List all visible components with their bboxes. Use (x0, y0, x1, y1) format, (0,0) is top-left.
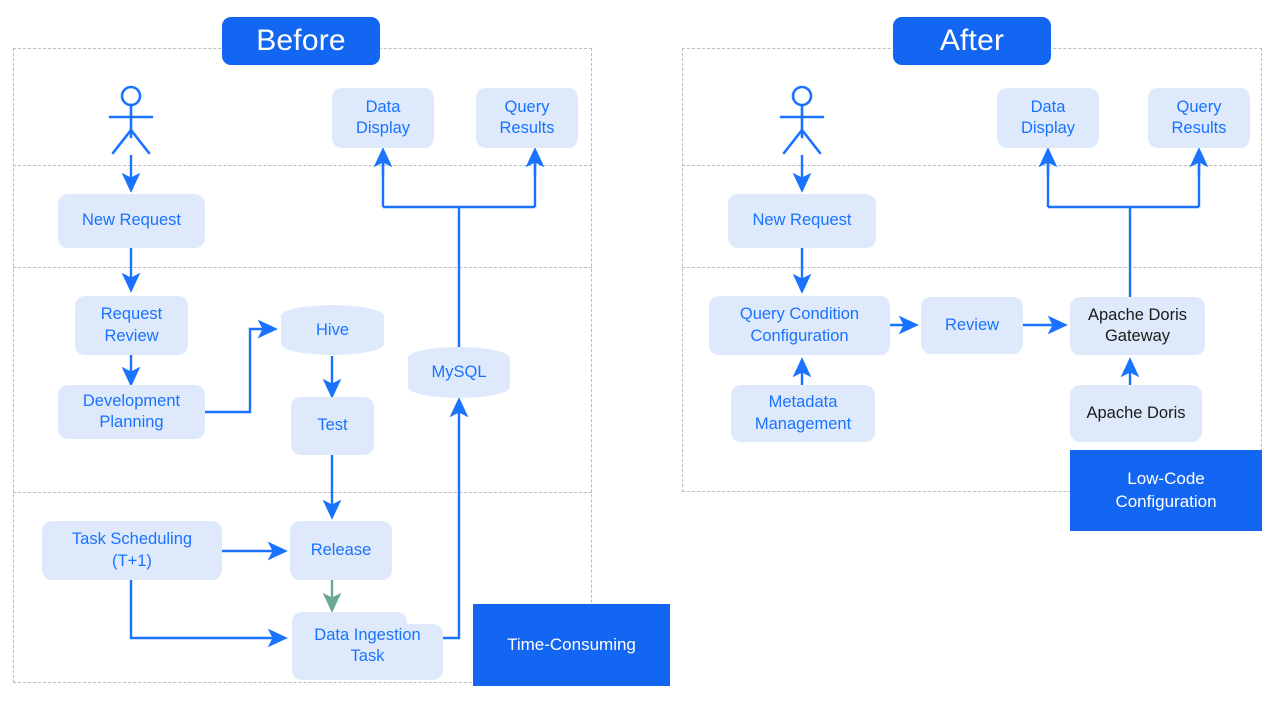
node-before-hive[interactable]: Hive (281, 305, 384, 355)
node-label-line1: Data (1030, 97, 1066, 116)
cylinder-top-ellipse (408, 347, 510, 369)
before-lane-divider-3 (13, 492, 592, 493)
callout-line2: Configuration (1115, 491, 1217, 511)
node-label-line1: Query (504, 97, 550, 116)
node-after-apache-doris-gateway[interactable]: Apache Doris Gateway (1070, 297, 1205, 355)
node-before-task-scheduling[interactable]: Task Scheduling (T+1) (42, 521, 222, 580)
node-label-line2: Task (350, 647, 385, 665)
node-before-data-ingestion-task[interactable]: Data Ingestion Task (292, 612, 443, 680)
node-label-line2: (T+1) (112, 551, 152, 570)
after-title-badge: After (893, 17, 1051, 65)
before-lane-divider-2 (13, 267, 592, 268)
node-label-line1: Data Ingestion (314, 625, 421, 644)
node-label: Hive (315, 320, 349, 339)
node-after-query-results[interactable]: Query Results (1148, 88, 1250, 148)
node-before-mysql[interactable]: MySQL (408, 347, 510, 398)
node-label-line2: Results (1171, 119, 1227, 137)
node-label-line2: Review (104, 326, 159, 345)
node-label-line2: Results (499, 119, 555, 137)
node-label-line2: Display (355, 119, 411, 137)
node-label-line2: Display (1020, 119, 1076, 137)
node-before-test[interactable]: Test (291, 397, 374, 455)
node-before-development-planning[interactable]: Development Planning (58, 385, 205, 439)
node-before-release[interactable]: Release (290, 521, 392, 580)
node-before-new-request[interactable]: New Request (58, 194, 205, 248)
node-after-metadata-management[interactable]: Metadata Management (731, 385, 875, 442)
node-after-data-display[interactable]: Data Display (997, 88, 1099, 148)
after-lane-divider-1 (682, 165, 1262, 166)
after-lane-divider-2 (682, 267, 1262, 268)
node-after-query-condition-configuration[interactable]: Query Condition Configuration (709, 296, 890, 355)
node-label-line2: Configuration (750, 326, 849, 345)
node-label-line2: Gateway (1104, 327, 1171, 345)
node-label-line2: Management (754, 414, 852, 433)
callout-line1: Low-Code (1127, 469, 1205, 489)
node-label: Data Ingestion Task (292, 625, 443, 668)
node-label-line1: Data (365, 97, 401, 116)
node-label-line1: Request (100, 305, 163, 324)
node-label-line1: Apache Doris (1087, 305, 1188, 324)
callout-low-code-configuration: Low-Code Configuration (1070, 450, 1262, 531)
node-label-line1: Query Condition (739, 305, 860, 324)
node-label-line1: Task Scheduling (71, 530, 193, 549)
before-title-badge: Before (222, 17, 380, 65)
node-label-line1: Metadata (768, 393, 838, 412)
node-before-query-results[interactable]: Query Results (476, 88, 578, 148)
callout-time-consuming: Time-Consuming (473, 604, 670, 686)
cylinder-bottom-ellipse (281, 333, 384, 355)
folder-body (292, 624, 443, 680)
cylinder-top-ellipse (281, 305, 384, 327)
before-lane-divider-1 (13, 165, 592, 166)
node-after-apache-doris[interactable]: Apache Doris (1070, 385, 1202, 442)
node-label-line1: Development (82, 391, 181, 410)
cylinder-bottom-ellipse (408, 376, 510, 398)
folder-shape (292, 612, 443, 680)
node-before-request-review[interactable]: Request Review (75, 296, 188, 355)
node-before-data-display[interactable]: Data Display (332, 88, 434, 148)
node-label-line2: Planning (99, 413, 164, 431)
node-after-new-request[interactable]: New Request (728, 194, 876, 248)
node-after-review[interactable]: Review (921, 297, 1023, 354)
node-label-line1: Query (1176, 97, 1222, 116)
node-label: MySQL (431, 363, 487, 381)
